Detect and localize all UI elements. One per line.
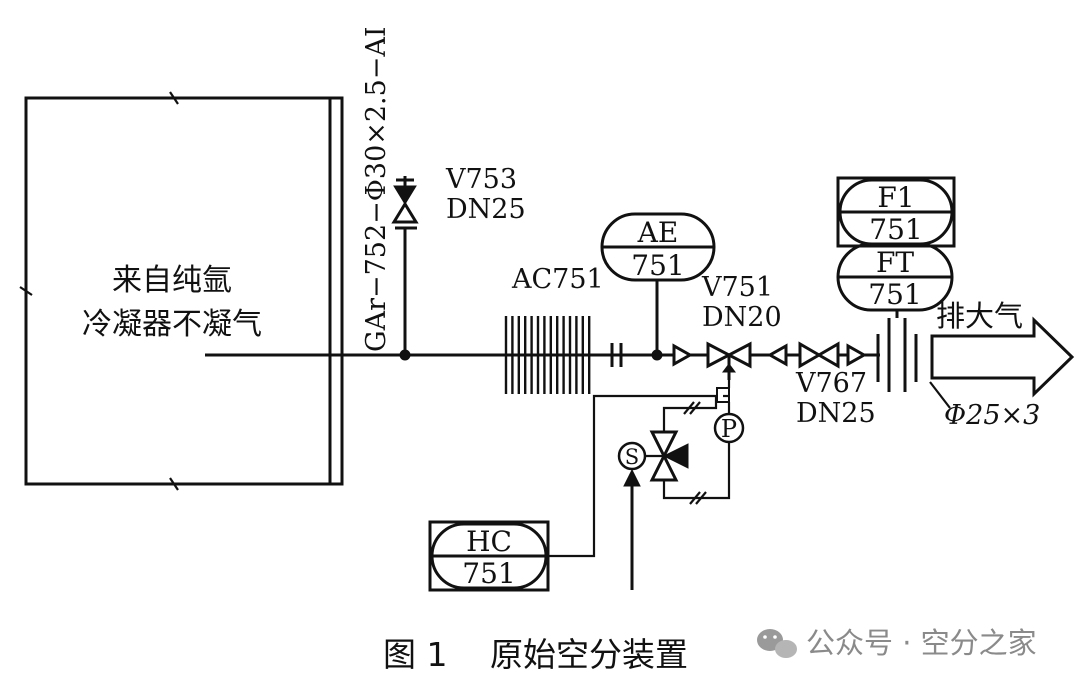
hc-func: HC — [466, 525, 512, 558]
ft-loop: 751 — [868, 278, 921, 311]
flange-1 — [610, 343, 623, 367]
reducer-2 — [766, 343, 788, 367]
instrument-hc751: HC 751 — [428, 520, 550, 592]
reducer-3 — [846, 343, 868, 367]
source-label-line2: 冷凝器不凝气 — [82, 307, 262, 342]
v753-size: DN25 — [446, 194, 526, 225]
wechat-icon — [757, 629, 797, 658]
instrument-ae751: AE 751 — [600, 212, 716, 282]
solenoid-label: S — [625, 445, 639, 469]
instrument-f1751: F1 751 — [836, 176, 956, 248]
hc-loop: 751 — [462, 557, 515, 590]
pipe-spec-label: GAr−752−Φ30×2.5−AI — [361, 26, 392, 352]
f1-func: F1 — [877, 181, 914, 214]
ae-func: AE — [637, 216, 679, 249]
v767-size: DN25 — [796, 398, 876, 429]
cooler-ac751: AC751 — [504, 264, 604, 394]
source-vessel: 来自纯氩 冷凝器不凝气 — [19, 91, 344, 491]
orifice-plate — [876, 308, 918, 392]
positioner-label: P — [721, 415, 737, 443]
valve-v767[interactable] — [798, 341, 840, 369]
solenoid-coil: S — [617, 441, 647, 471]
figure-title: 原始空分装置 — [490, 635, 688, 674]
vent-arrow: 排大气 — [930, 299, 1075, 398]
valve-v753[interactable]: V753 DN25 — [391, 164, 526, 355]
ae-loop: 751 — [631, 249, 684, 282]
f1-loop: 751 — [869, 213, 922, 246]
watermark-text: 公众号 · 空分之家 — [806, 626, 1037, 660]
v753-tag: V753 — [445, 164, 517, 195]
solenoid-valve — [645, 430, 689, 482]
ac751-tag: AC751 — [511, 264, 604, 295]
source-label-line1: 来自纯氩 — [112, 263, 232, 298]
v767-tag: V767 — [795, 368, 867, 399]
control-loop — [548, 380, 731, 558]
reducer-1 — [672, 343, 694, 367]
positioner: P — [713, 412, 745, 444]
v751-size: DN20 — [702, 302, 782, 333]
instrument-ft751: FT 751 — [836, 242, 954, 312]
v751-tag: V751 — [701, 272, 773, 303]
valve-v751[interactable]: V751 DN20 — [701, 272, 782, 380]
figure-number: 图 1 — [383, 635, 448, 674]
outlet-pipe-spec: Φ25×3 — [944, 400, 1040, 431]
ft-func: FT — [876, 246, 914, 279]
vent-label: 排大气 — [936, 299, 1023, 333]
